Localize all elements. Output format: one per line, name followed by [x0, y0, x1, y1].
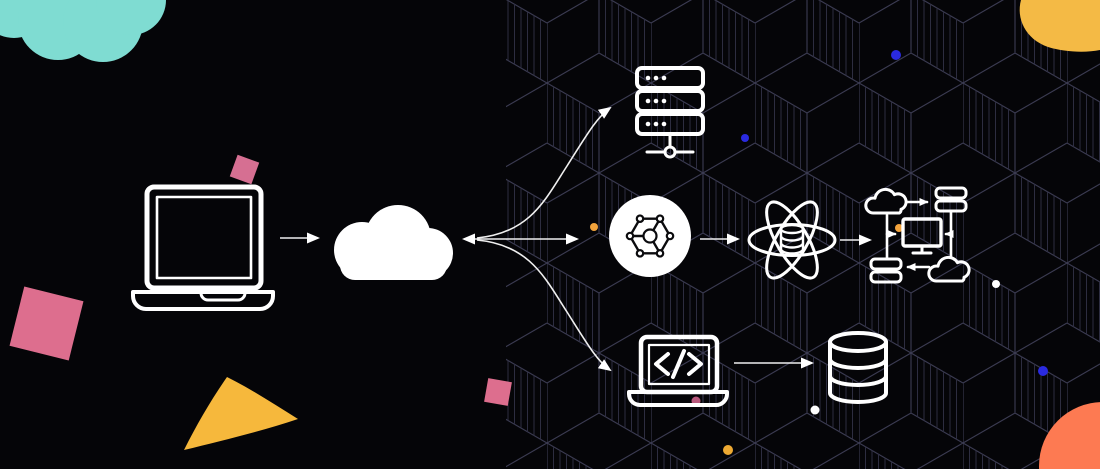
pink-square-shape [9, 286, 84, 361]
orange-blob-shape [1019, 0, 1100, 52]
pink-square-shape [484, 378, 512, 406]
decor-dot [723, 445, 733, 455]
decor-dot [891, 50, 901, 60]
atom-database-icon [747, 200, 837, 280]
decor-dot [1038, 366, 1048, 376]
network-cube-icon [609, 195, 691, 277]
cloud-icon [334, 205, 453, 280]
scatter-dots-layer [590, 50, 1048, 455]
laptop-icon [131, 184, 275, 311]
pink-squares-layer [9, 154, 512, 406]
server-rack-icon [635, 66, 705, 159]
code-laptop-icon [627, 334, 729, 407]
decor-dot [992, 280, 1000, 288]
database-icon [828, 331, 888, 404]
teal-cloud-shape [0, 0, 166, 62]
teal-cloud-lobe [96, 0, 166, 35]
mini-cloud-top-left [864, 187, 908, 215]
decor-dot [810, 405, 820, 415]
code-brackets-glyph [654, 349, 703, 379]
pink-square-shape [229, 154, 260, 185]
decor-dot [741, 134, 749, 142]
arrow-branch-to-code [476, 239, 612, 372]
arrow-branch-to-server [476, 106, 612, 239]
salmon-circle-shape [1039, 402, 1100, 469]
decor-dot [895, 224, 903, 232]
mini-cloud-bottom-right [927, 255, 971, 283]
decor-dot [590, 223, 598, 231]
yellow-triangle-shape [184, 377, 298, 450]
cloud-network-monitor-icon [864, 186, 971, 284]
flow-arrows [280, 106, 872, 372]
